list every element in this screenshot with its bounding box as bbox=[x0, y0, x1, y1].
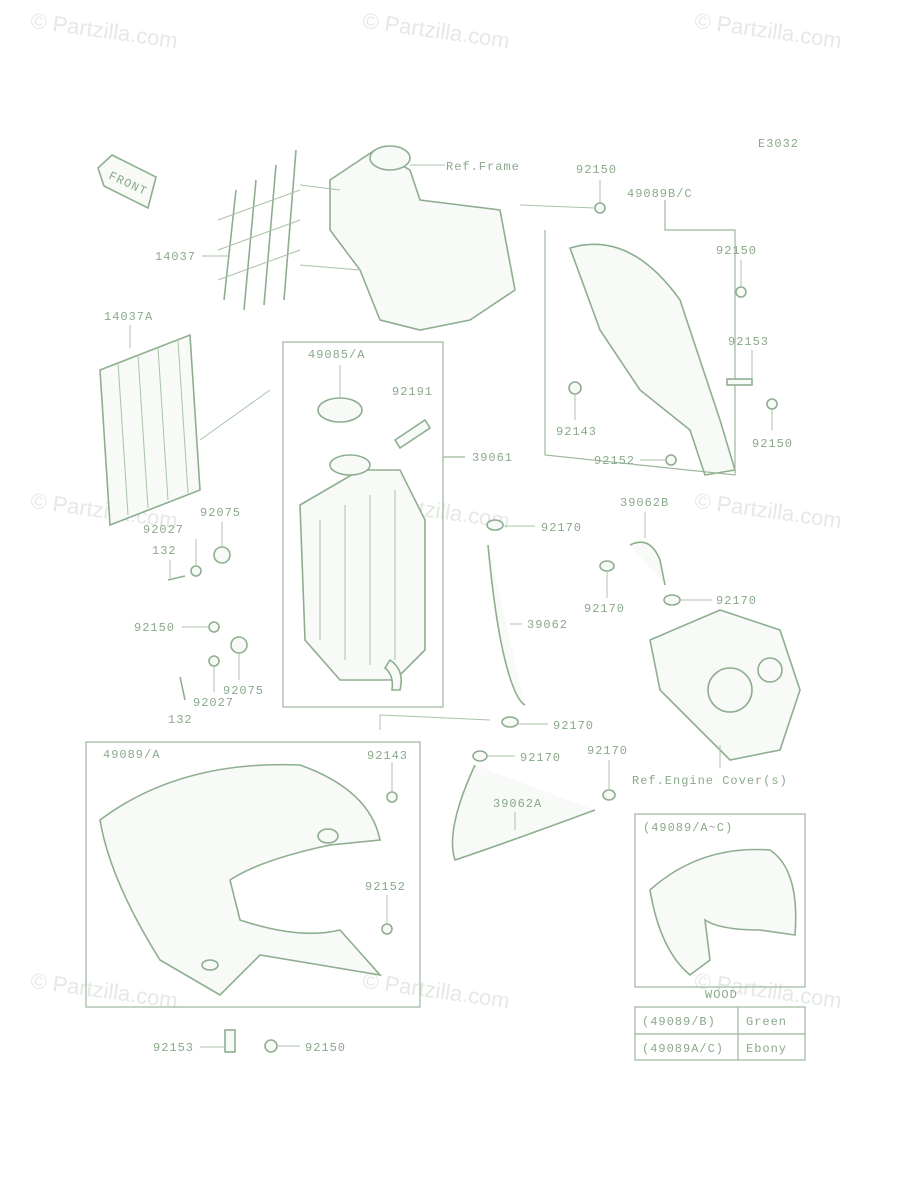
engine-cover-reference bbox=[649, 609, 801, 761]
label-92170-d: 92170 bbox=[553, 719, 594, 733]
label-49085a: 49085/A bbox=[308, 348, 365, 362]
label-39062a: 39062A bbox=[493, 797, 542, 811]
label-132-a: 132 bbox=[152, 544, 177, 558]
label-92170-c: 92170 bbox=[716, 594, 757, 608]
shroud-49089bc bbox=[568, 243, 737, 476]
label-92150-top: 92150 bbox=[576, 163, 617, 177]
label-92150-left: 92150 bbox=[134, 621, 175, 635]
label-92027-b: 92027 bbox=[193, 696, 234, 710]
diagram-code: E3032 bbox=[758, 137, 799, 151]
color-table-color-1: Green bbox=[746, 1015, 787, 1029]
label-92075-a: 92075 bbox=[200, 506, 241, 520]
label-39062b: 39062B bbox=[620, 496, 669, 510]
color-table-code-1: (49089/B) bbox=[642, 1015, 716, 1029]
label-92170-b: 92170 bbox=[584, 602, 625, 616]
color-table-code-2: (49089A/C) bbox=[642, 1042, 724, 1056]
label-92027-a: 92027 bbox=[143, 523, 184, 537]
ref-engine-cover-label: Ref.Engine Cover(s) bbox=[632, 774, 788, 788]
label-49089bc: 49089B/C bbox=[627, 187, 693, 201]
label-92075-b: 92075 bbox=[223, 684, 264, 698]
label-92170-a: 92170 bbox=[541, 521, 582, 535]
label-92150-r2: 92150 bbox=[752, 437, 793, 451]
radiator-39061 bbox=[299, 454, 426, 691]
label-92150-r1: 92150 bbox=[716, 244, 757, 258]
label-92143-b: 92143 bbox=[367, 749, 408, 763]
ref-frame-label: Ref.Frame bbox=[446, 160, 520, 174]
inset-title: (49089/A~C) bbox=[643, 821, 733, 835]
label-92191: 92191 bbox=[392, 385, 433, 399]
label-14037a: 14037A bbox=[104, 310, 153, 324]
label-92153-b: 92153 bbox=[153, 1041, 194, 1055]
inset-caption: WOOD bbox=[705, 988, 738, 1002]
label-92143-r: 92143 bbox=[556, 425, 597, 439]
frame-reference bbox=[299, 145, 516, 331]
label-92152-r: 92152 bbox=[594, 454, 635, 468]
label-92150-b: 92150 bbox=[305, 1041, 346, 1055]
label-92152-b: 92152 bbox=[365, 880, 406, 894]
label-49089a: 49089/A bbox=[103, 748, 160, 762]
label-92170-f: 92170 bbox=[587, 744, 628, 758]
inset-shroud-icon bbox=[649, 848, 797, 977]
radiator-guard-14037a bbox=[99, 333, 201, 527]
label-92153-r: 92153 bbox=[728, 335, 769, 349]
label-39062: 39062 bbox=[527, 618, 568, 632]
label-14037: 14037 bbox=[155, 250, 196, 264]
label-92170-e: 92170 bbox=[520, 751, 561, 765]
front-arrow-icon: FRONT bbox=[97, 154, 157, 210]
label-132-b: 132 bbox=[168, 713, 193, 727]
label-39061: 39061 bbox=[472, 451, 513, 465]
shroud-49089a bbox=[99, 763, 383, 997]
radiator-grille-14037 bbox=[217, 149, 301, 311]
color-table: (49089/B) Green (49089A/C) Ebony bbox=[634, 1006, 806, 1061]
inset-box bbox=[634, 813, 806, 988]
color-table-color-2: Ebony bbox=[746, 1042, 787, 1056]
